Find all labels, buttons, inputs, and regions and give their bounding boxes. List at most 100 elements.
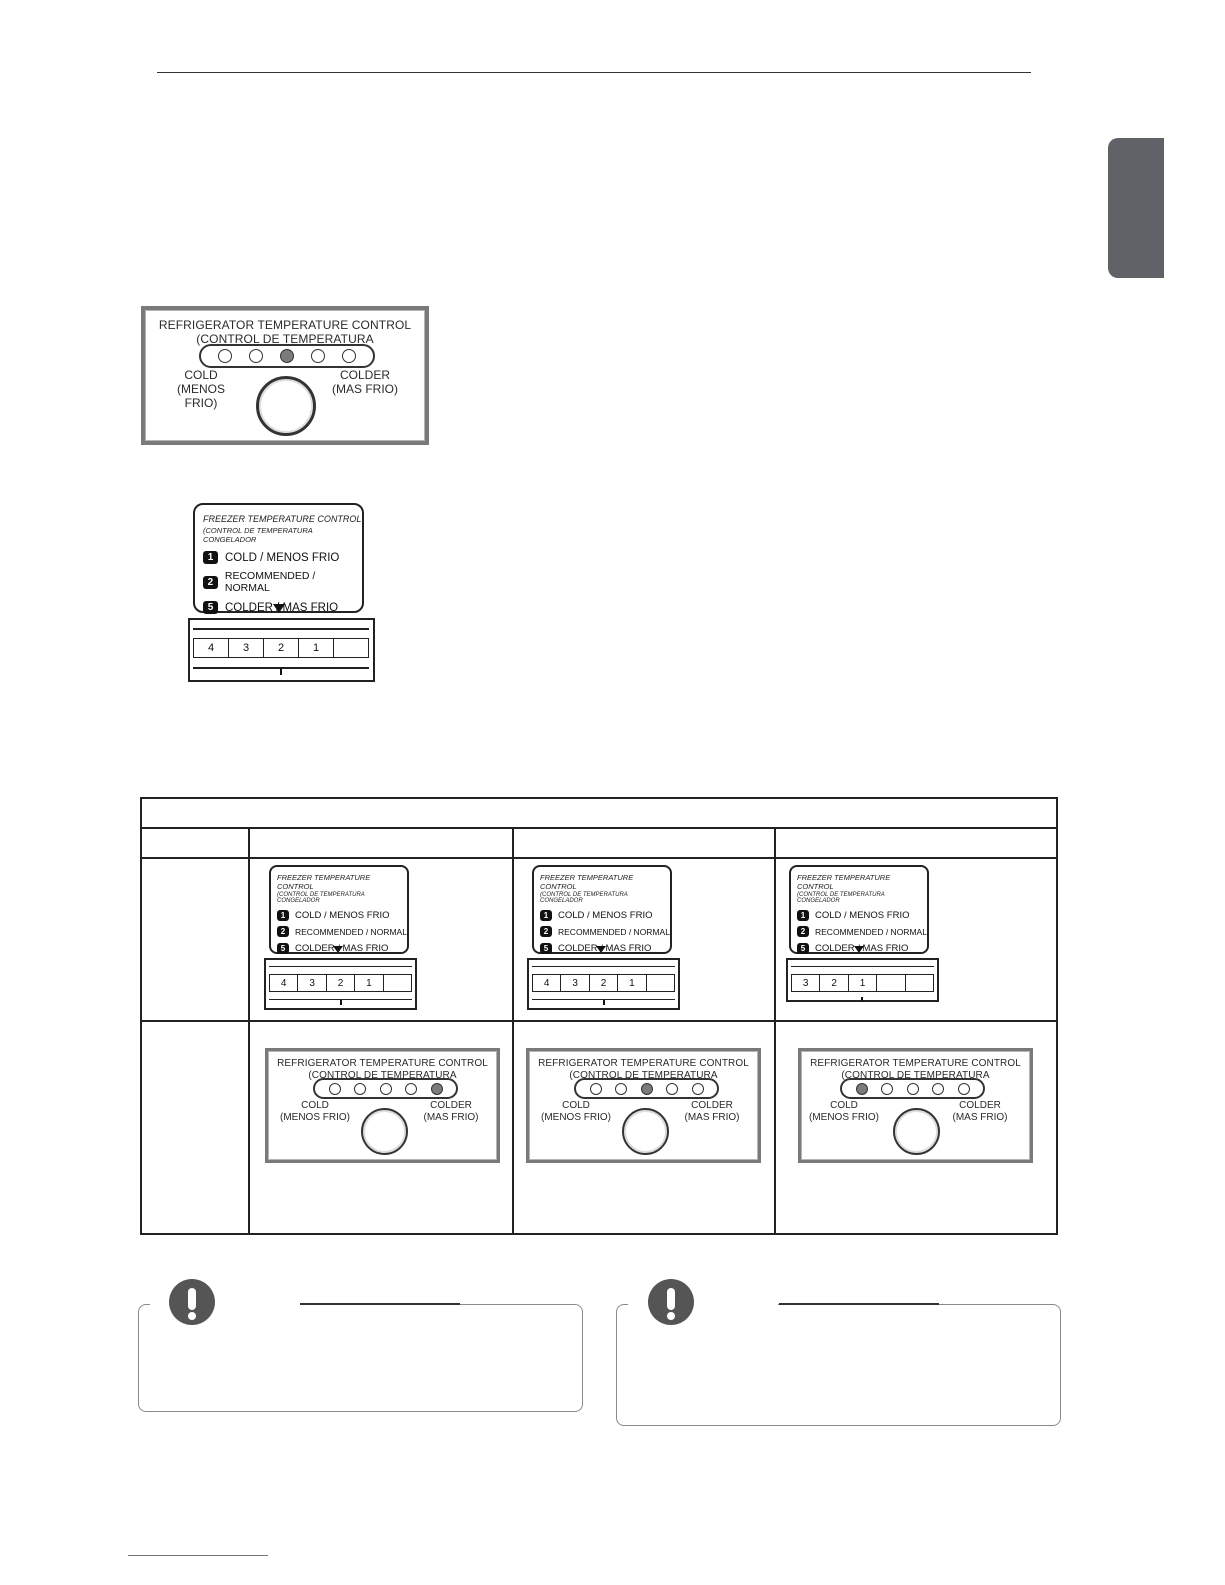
freezer-window-line: [532, 966, 675, 968]
note-gap: [628, 1302, 778, 1306]
cold-label-line2: (MENOS FRIO): [280, 1111, 350, 1123]
freezer-strip-cell: [877, 975, 906, 991]
note-title-rule: [300, 1303, 460, 1305]
freezer-control-card: FREEZER TEMPERATURE CONTROL (CONTROL DE …: [532, 865, 672, 954]
freezer-control-card: FREEZER TEMPERATURE CONTROL (CONTROL DE …: [789, 865, 929, 954]
cold-label: COLD (MENOS FRIO): [541, 1100, 611, 1123]
led-indicator: [615, 1082, 627, 1095]
exclamation-dot: [667, 1312, 675, 1320]
colder-label-line2: (MAS FRIO): [332, 381, 398, 396]
freezer-window-line: [532, 999, 675, 1001]
refrigerator-control-title: REFRIGERATOR TEMPERATURE CONTROL: [277, 1058, 488, 1069]
cold-label-line1: COLD: [301, 1100, 329, 1111]
freezer-indicator-tick: [280, 668, 282, 675]
table-col-rule: [512, 827, 514, 1235]
setting-label: RECOMMENDED / NORMAL: [558, 926, 670, 937]
cold-label-line2: (MENOS FRIO): [809, 1111, 879, 1123]
freezer-strip-cell: 3: [561, 975, 590, 991]
freezer-control-subtitle: (CONTROL DE TEMPERATURA CONGELADOR: [540, 892, 628, 904]
led-indicator-on: [280, 349, 294, 363]
setting-label: COLD / MENOS FRIO: [558, 910, 653, 921]
freezer-strip-cell: [906, 975, 933, 991]
exclamation-dot: [188, 1312, 196, 1320]
colder-label-line1: COLDER: [339, 368, 390, 382]
refrigerator-control-panel: REFRIGERATOR TEMPERATURE CONTROL (CONTRO…: [265, 1048, 500, 1163]
refrigerator-led-bar: [574, 1078, 719, 1099]
table-col-rule: [774, 827, 776, 1235]
refrigerator-led-bar: [840, 1078, 985, 1099]
freezer-control-title: FREEZER TEMPERATURE CONTROL: [797, 873, 891, 891]
freezer-pointer-icon: [333, 946, 343, 953]
freezer-strip-cell: 4: [270, 975, 299, 991]
cold-label-line1: COLD: [562, 1100, 590, 1111]
setting-badge: 5: [797, 943, 809, 954]
freezer-control-card: FREEZER TEMPERATURE CONTROL (CONTROL DE …: [269, 865, 409, 954]
cold-label: COLD (MENOS FRIO): [280, 1100, 350, 1123]
freezer-strip-cell: [334, 639, 368, 657]
colder-label-line1: COLDER: [691, 1100, 733, 1111]
refrigerator-control-title: REFRIGERATOR TEMPERATURE CONTROL: [158, 318, 412, 332]
setting-badge: 2: [797, 926, 809, 937]
led-indicator: [957, 1082, 970, 1095]
led-indicator: [589, 1082, 602, 1095]
freezer-window-line: [193, 628, 369, 630]
settings-table: [140, 797, 1058, 1235]
setting-label: COLD / MENOS FRIO: [225, 551, 340, 564]
freezer-indicator-tick: [340, 1000, 342, 1005]
led-indicator: [906, 1082, 919, 1095]
setting-badge: 1: [203, 551, 218, 564]
cold-label-line1: COLD: [830, 1100, 858, 1111]
colder-label-line1: COLDER: [430, 1100, 472, 1111]
setting-label: RECOMMENDED / NORMAL: [815, 926, 927, 937]
freezer-setting-row: 1 COLD / MENOS FRIO: [203, 551, 362, 564]
led-indicator: [249, 349, 263, 363]
freezer-strip-cell: 1: [299, 639, 334, 657]
setting-badge: 2: [540, 926, 552, 937]
led-indicator: [881, 1082, 893, 1095]
setting-label: RECOMMENDED / NORMAL: [224, 570, 316, 594]
cold-label: COLD (MENOS FRIO): [161, 368, 241, 410]
refrigerator-dial[interactable]: [893, 1108, 940, 1155]
colder-label-line2: (MAS FRIO): [952, 1111, 1008, 1123]
led-indicator: [218, 349, 232, 363]
freezer-strip-cell: [647, 975, 674, 991]
refrigerator-dial[interactable]: [361, 1108, 408, 1155]
refrigerator-dial[interactable]: [622, 1108, 669, 1155]
refrigerator-control-panel: REFRIGERATOR TEMPERATURE CONTROL (CONTRO…: [526, 1048, 761, 1163]
freezer-control-subtitle: (CONTROL DE TEMPERATURA CONGELADOR: [277, 892, 365, 904]
note-gap: [150, 1302, 300, 1306]
freezer-setting-row: 2 RECOMMENDED / NORMAL: [540, 926, 670, 937]
refrigerator-dial[interactable]: [256, 376, 316, 436]
freezer-strip-cell: 2: [590, 975, 619, 991]
setting-badge: 1: [277, 910, 289, 921]
note-box: [616, 1304, 1061, 1426]
freezer-control-subtitle: (CONTROL DE TEMPERATURA CONGELADOR: [203, 526, 313, 544]
led-indicator: [342, 349, 356, 363]
freezer-setting-row: 2 RECOMMENDED / NORMAL: [277, 926, 407, 937]
setting-label: COLD / MENOS FRIO: [815, 910, 910, 921]
refrigerator-control-title: REFRIGERATOR TEMPERATURE CONTROL: [538, 1058, 749, 1069]
freezer-pointer-icon: [596, 946, 606, 953]
freezer-setting-row: 1 COLD / MENOS FRIO: [277, 910, 407, 921]
footer-link-underline: [128, 1555, 268, 1556]
freezer-control-title: FREEZER TEMPERATURE CONTROL: [277, 873, 371, 891]
freezer-setting-row: 2 RECOMMENDED / NORMAL: [797, 926, 927, 937]
setting-badge: 2: [277, 926, 289, 937]
setting-badge: 5: [540, 943, 552, 954]
header-rule: [157, 72, 1031, 73]
freezer-strip-cell: 1: [849, 975, 878, 991]
led-indicator-on: [640, 1082, 653, 1095]
freezer-strip-cell: 2: [327, 975, 356, 991]
setting-label: COLD / MENOS FRIO: [295, 910, 390, 921]
setting-label: RECOMMENDED / NORMAL: [295, 926, 407, 937]
setting-badge: 5: [277, 943, 289, 954]
freezer-control-card: FREEZER TEMPERATURE CONTROL (CONTROL DE …: [193, 503, 364, 614]
section-tab: [1108, 138, 1164, 278]
freezer-strip-cell: 1: [355, 975, 384, 991]
freezer-indicator-tick: [861, 997, 863, 1001]
colder-label: COLDER (MAS FRIO): [945, 1100, 1015, 1123]
